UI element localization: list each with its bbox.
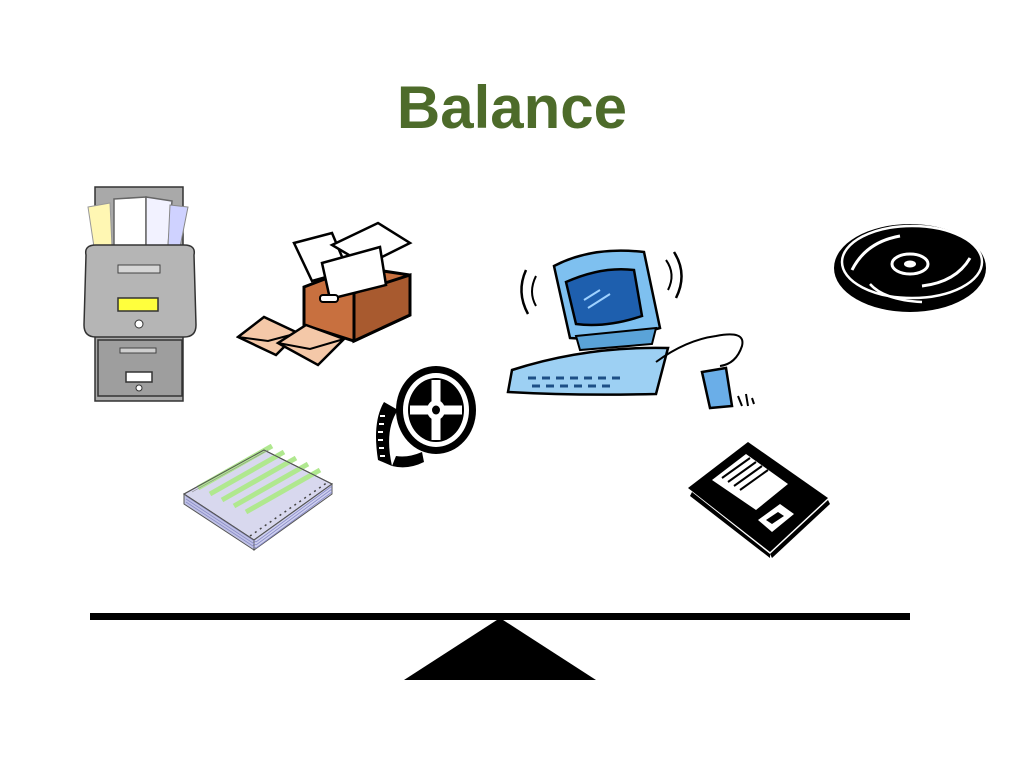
printer-paper-stack-icon (183, 444, 333, 551)
film-reel-icon (376, 366, 476, 468)
filing-cabinet-icon (83, 186, 197, 402)
floppy-disk-icon (688, 442, 830, 558)
computer-icon (506, 249, 755, 410)
fulcrum-triangle (404, 618, 596, 680)
box-with-letters-icon (236, 221, 413, 367)
slide-title: Balance (396, 74, 628, 141)
optical-disc-icon (834, 224, 986, 312)
balance-beam (90, 613, 910, 620)
